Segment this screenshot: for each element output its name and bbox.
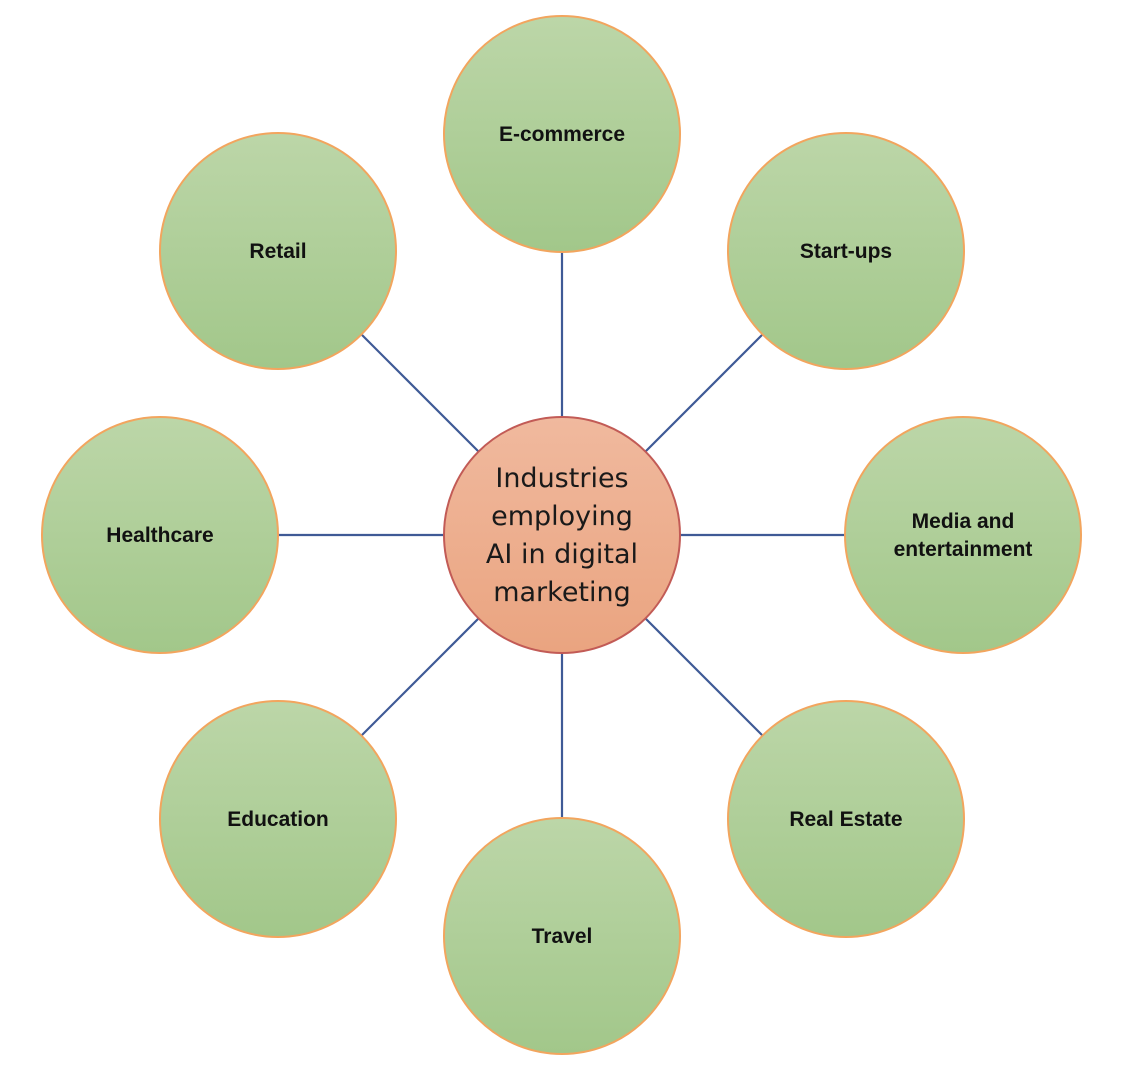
node-circle-travel [443, 817, 681, 1055]
connector-startups [644, 333, 764, 453]
center-label-line: AI in digital [486, 539, 638, 570]
node-circle-startups [727, 132, 965, 370]
connector-education [360, 617, 480, 737]
node-travel: Travel [443, 817, 681, 1055]
node-circle-retail [159, 132, 397, 370]
node-startups: Start-ups [727, 132, 965, 370]
node-label-retail: Retail [249, 240, 306, 263]
node-label-ecommerce: E-commerce [499, 123, 625, 146]
node-realestate: Real Estate [727, 700, 965, 938]
node-label-healthcare: Healthcare [106, 524, 213, 547]
node-label-realestate: Real Estate [789, 808, 902, 831]
center-label-line: marketing [493, 577, 631, 608]
connector-retail [360, 333, 480, 453]
center-circle [443, 416, 681, 654]
node-retail: Retail [159, 132, 397, 370]
node-label-media: Media and [912, 510, 1015, 533]
node-healthcare: Healthcare [41, 416, 279, 654]
connector-realestate [644, 617, 764, 737]
center-label-line: employing [491, 501, 633, 532]
node-circle-realestate [727, 700, 965, 938]
node-circle-education [159, 700, 397, 938]
center-node: Industries employing AI in digital marketin… [443, 416, 681, 654]
node-circle-ecommerce [443, 15, 681, 253]
node-education: Education [159, 700, 397, 938]
node-label-travel: Travel [532, 925, 593, 948]
center-label-line: Industries [495, 463, 628, 494]
node-label-startups: Start-ups [800, 240, 892, 263]
node-circle-media [844, 416, 1082, 654]
connectors [278, 252, 845, 818]
node-media: Media and entertainment [844, 416, 1082, 654]
node-circle-healthcare [41, 416, 279, 654]
node-ecommerce: E-commerce [443, 15, 681, 253]
node-label-media: entertainment [894, 538, 1033, 561]
node-label-education: Education [227, 808, 329, 831]
